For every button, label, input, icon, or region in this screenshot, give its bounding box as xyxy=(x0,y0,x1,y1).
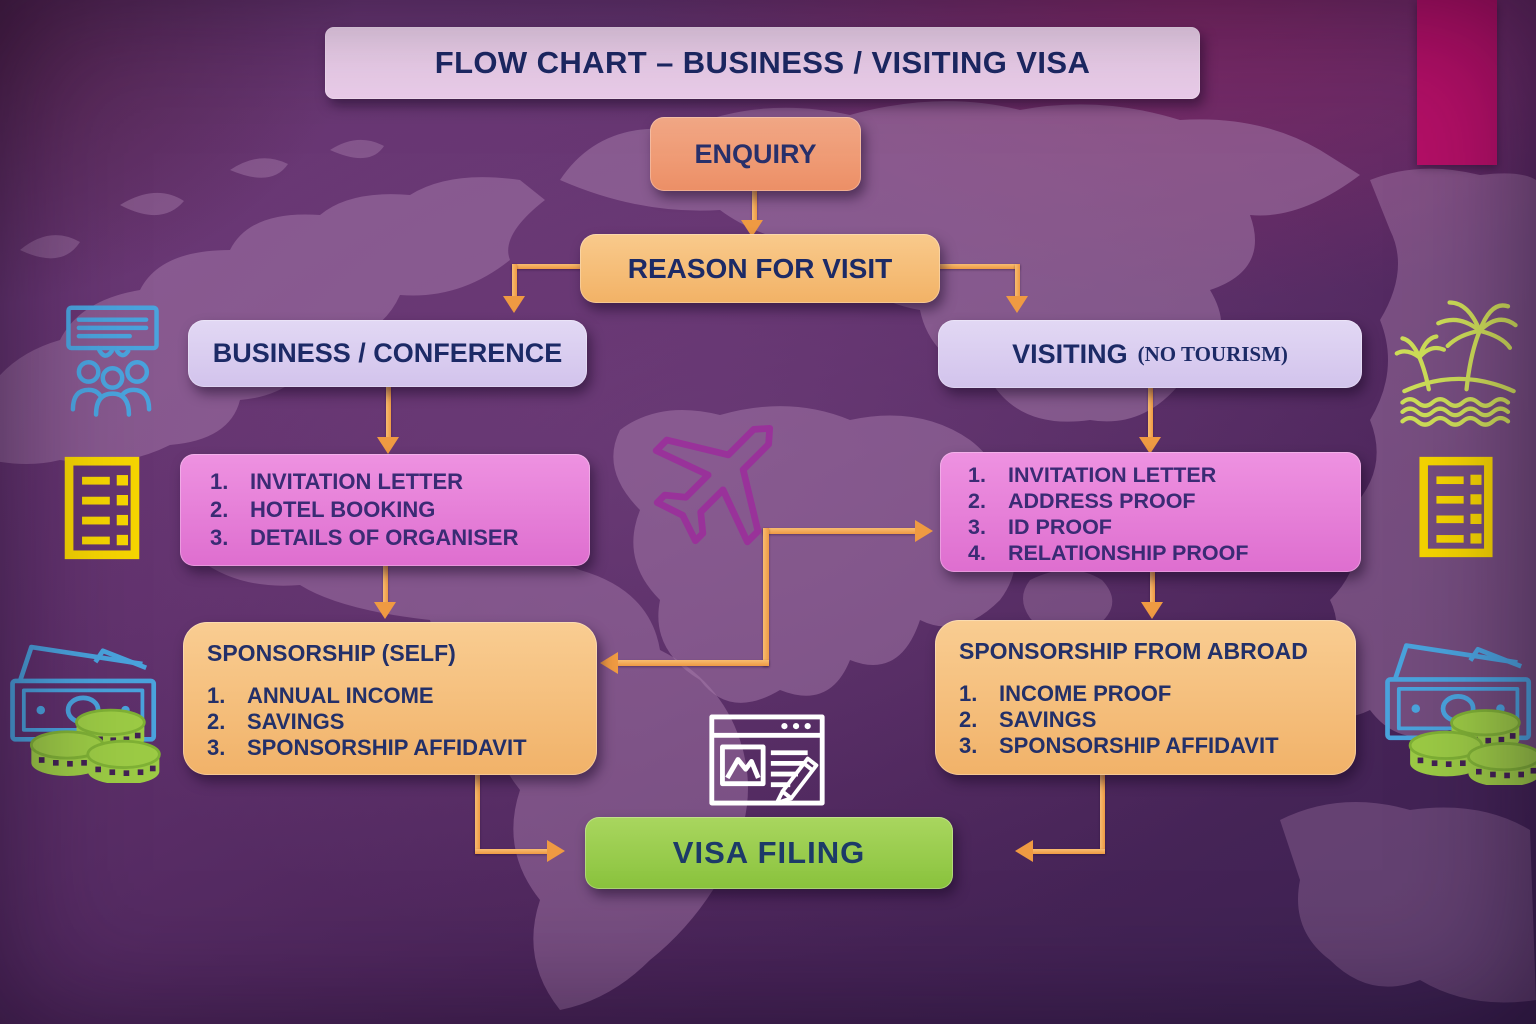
arrow-segment xyxy=(1148,388,1153,439)
arrow-segment xyxy=(618,660,769,666)
doc-item-label: ANNUAL INCOME xyxy=(247,683,434,708)
arrow-segment xyxy=(763,528,915,534)
doc-item: SPONSORSHIP AFFIDAVIT xyxy=(959,733,1279,759)
node-visiting-note: (NO TOURISM) xyxy=(1137,341,1288,366)
sponsorship-abroad-list: INCOME PROOF SAVINGS SPONSORSHIP AFFIDAV… xyxy=(959,681,1279,759)
doc-item: SPONSORSHIP AFFIDAVIT xyxy=(207,735,527,761)
doc-item: ANNUAL INCOME xyxy=(207,683,527,709)
node-reason-for-visit: REASON FOR VISIT xyxy=(580,234,940,303)
node-visiting-documents: INVITATION LETTER ADDRESS PROOF ID PROOF… xyxy=(940,452,1361,572)
visiting-documents-list: INVITATION LETTER ADDRESS PROOF ID PROOF… xyxy=(968,462,1249,566)
doc-item: RELATIONSHIP PROOF xyxy=(968,540,1249,566)
doc-item-label: RELATIONSHIP PROOF xyxy=(1008,541,1249,565)
arrow-segment xyxy=(1015,264,1020,298)
node-business-documents: INVITATION LETTER HOTEL BOOKING DETAILS … xyxy=(180,454,590,566)
arrowhead-down xyxy=(1006,296,1028,313)
node-enquiry: ENQUIRY xyxy=(650,117,861,191)
conference-chat-people-icon xyxy=(55,300,167,420)
doc-item-label: DETAILS OF ORGANISER xyxy=(250,525,519,550)
arrow-segment xyxy=(1150,572,1155,604)
doc-item: ID PROOF xyxy=(968,514,1249,540)
page-title-text: FLOW CHART – BUSINESS / VISITING VISA xyxy=(434,45,1091,80)
arrow-segment xyxy=(752,191,757,224)
doc-item-label: ADDRESS PROOF xyxy=(1008,489,1196,513)
arrowhead-down xyxy=(374,602,396,619)
doc-item: INVITATION LETTER xyxy=(210,468,519,496)
money-notes-coins-icon xyxy=(5,625,165,783)
building-form-icon xyxy=(1417,456,1495,558)
money-notes-coins-icon xyxy=(1380,620,1536,785)
node-sponsorship-self: SPONSORSHIP (SELF) ANNUAL INCOME SAVINGS… xyxy=(183,622,597,775)
doc-item-label: INVITATION LETTER xyxy=(1008,463,1217,487)
arrow-segment xyxy=(1033,849,1105,854)
building-form-icon xyxy=(62,456,142,560)
arrowhead-left xyxy=(1015,840,1033,862)
doc-item-label: INCOME PROOF xyxy=(999,681,1172,706)
node-enquiry-label: ENQUIRY xyxy=(694,138,817,169)
arrowhead-down xyxy=(1139,437,1161,454)
arrowhead-right xyxy=(547,840,565,862)
arrow-segment xyxy=(386,387,391,439)
palm-island-icon xyxy=(1393,295,1525,427)
doc-item-label: ID PROOF xyxy=(1008,515,1112,539)
sponsorship-abroad-title: SPONSORSHIP FROM ABROAD xyxy=(959,638,1308,664)
visa-document-pencil-icon xyxy=(708,714,826,806)
sponsorship-self-list: ANNUAL INCOME SAVINGS SPONSORSHIP AFFIDA… xyxy=(207,683,527,761)
node-visa-filing-label: VISA FILING xyxy=(672,835,866,870)
doc-item: HOTEL BOOKING xyxy=(210,496,519,524)
arrow-segment xyxy=(512,264,582,269)
node-visiting: VISITING (NO TOURISM) xyxy=(938,320,1362,388)
accent-rectangle xyxy=(1417,0,1497,165)
node-reason-label: REASON FOR VISIT xyxy=(627,252,893,284)
arrowhead-down xyxy=(377,437,399,454)
arrow-segment xyxy=(1100,775,1105,853)
doc-item: INVITATION LETTER xyxy=(968,462,1249,488)
doc-item-label: SAVINGS xyxy=(999,707,1097,732)
arrow-segment xyxy=(475,775,480,853)
arrow-segment xyxy=(512,264,517,298)
arrowhead-down xyxy=(741,220,763,237)
node-visa-filing: VISA FILING xyxy=(585,817,953,889)
node-business-label: BUSINESS / CONFERENCE xyxy=(212,338,563,368)
arrowhead-right xyxy=(915,520,933,542)
doc-item: ADDRESS PROOF xyxy=(968,488,1249,514)
business-documents-list: INVITATION LETTER HOTEL BOOKING DETAILS … xyxy=(210,468,519,552)
doc-item-label: INVITATION LETTER xyxy=(250,469,464,494)
sponsorship-self-title: SPONSORSHIP (SELF) xyxy=(207,640,456,666)
airplane-icon xyxy=(617,369,829,581)
doc-item: INCOME PROOF xyxy=(959,681,1279,707)
node-business-conference: BUSINESS / CONFERENCE xyxy=(188,320,587,387)
doc-item: SAVINGS xyxy=(959,707,1279,733)
doc-item-label: HOTEL BOOKING xyxy=(250,497,436,522)
arrowhead-left xyxy=(600,652,618,674)
node-visiting-label: VISITING xyxy=(1012,338,1128,369)
arrow-segment xyxy=(383,566,388,604)
doc-item: DETAILS OF ORGANISER xyxy=(210,524,519,552)
arrow-segment xyxy=(938,264,1020,269)
arrowhead-down xyxy=(1141,602,1163,619)
arrow-segment xyxy=(763,528,769,666)
doc-item-label: SPONSORSHIP AFFIDAVIT xyxy=(999,733,1279,758)
arrow-segment xyxy=(475,849,547,854)
doc-item-label: SPONSORSHIP AFFIDAVIT xyxy=(247,735,527,760)
doc-item-label: SAVINGS xyxy=(247,709,345,734)
node-sponsorship-abroad: SPONSORSHIP FROM ABROAD INCOME PROOF SAV… xyxy=(935,620,1356,775)
arrowhead-down xyxy=(503,296,525,313)
doc-item: SAVINGS xyxy=(207,709,527,735)
page-title: FLOW CHART – BUSINESS / VISITING VISA xyxy=(325,27,1200,99)
